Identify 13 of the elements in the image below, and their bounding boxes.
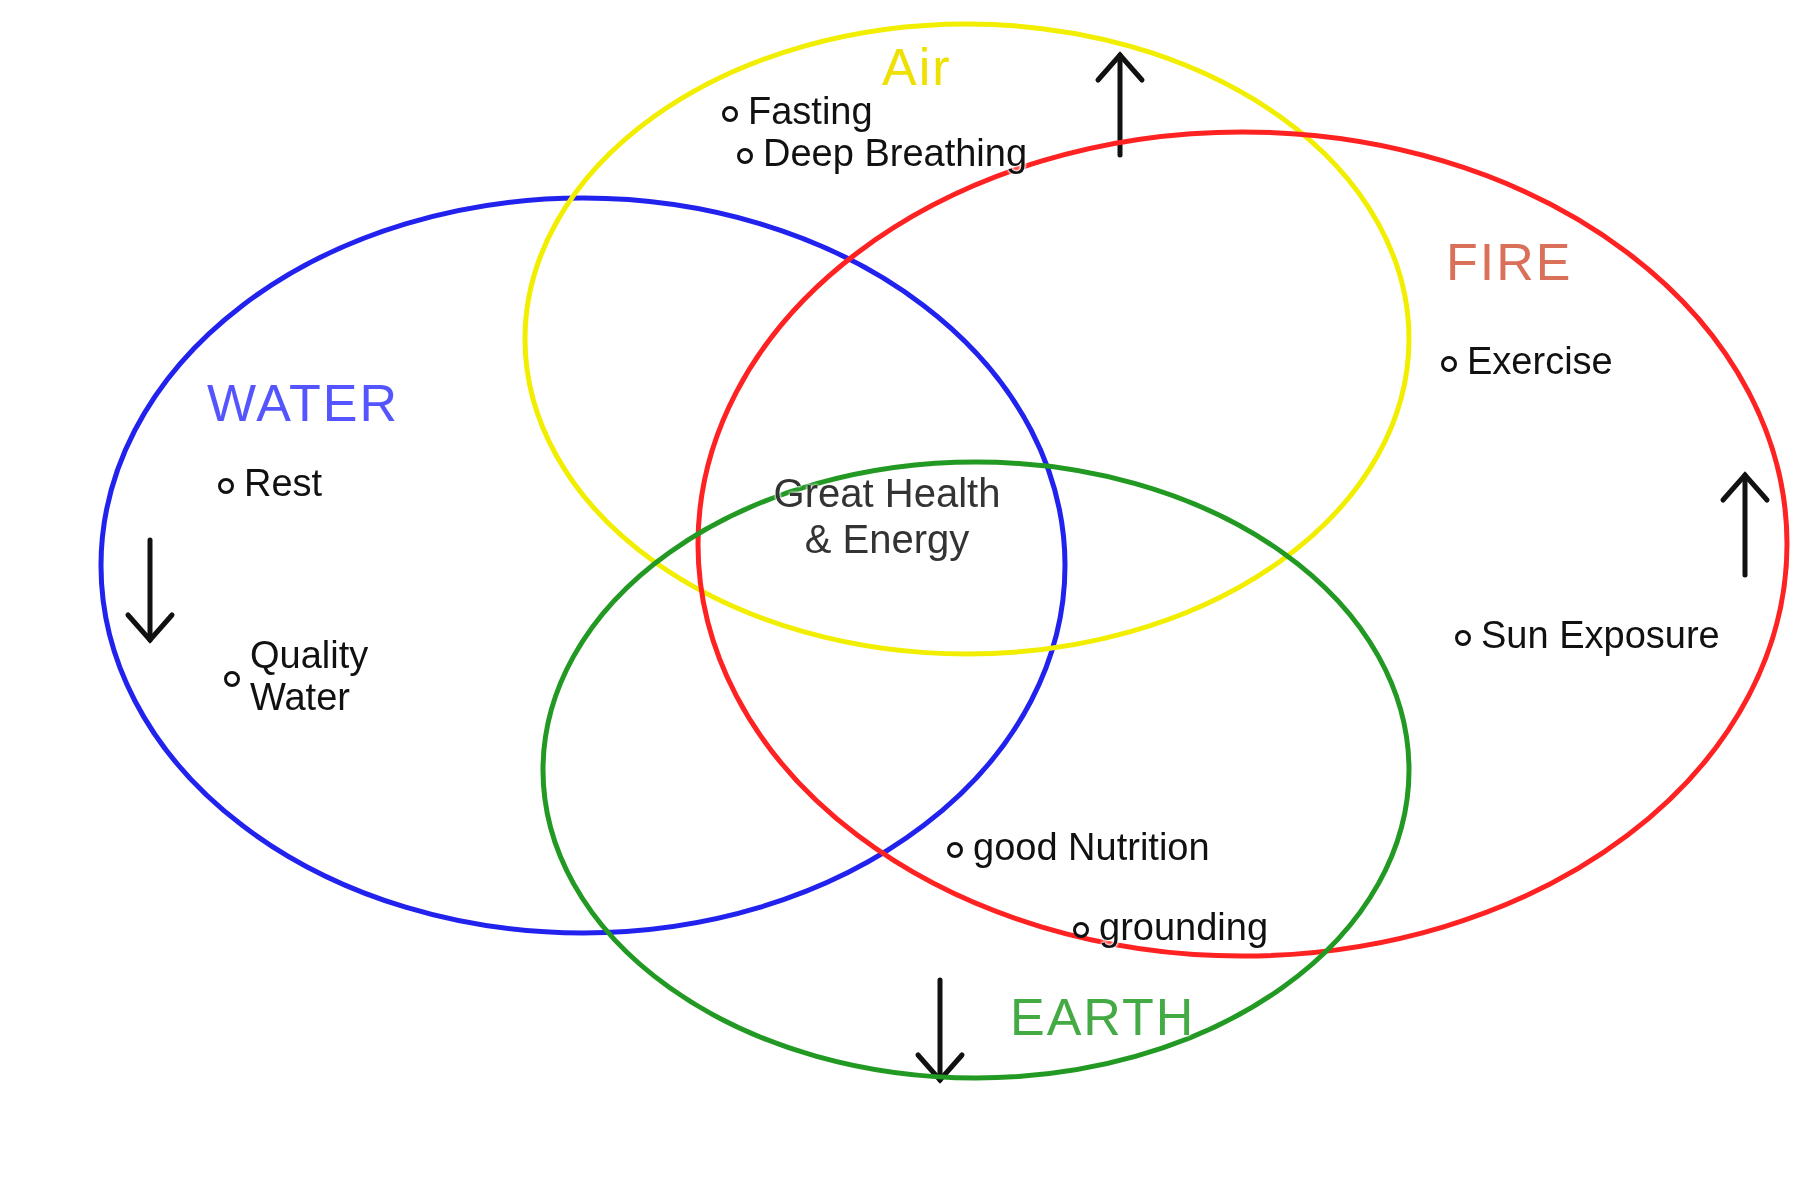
bullet-item: Sun Exposure — [1455, 615, 1720, 657]
circle-title: Air — [882, 39, 952, 97]
bullet-item: Deep Breathing — [737, 133, 1028, 175]
bullet-item: good Nutrition — [947, 827, 1210, 869]
bullet-item: Exercise — [1441, 341, 1613, 383]
bullet-item: Fasting — [722, 91, 873, 133]
center-label: Great Health & Energy — [772, 470, 1002, 562]
circle-title: WATER — [207, 375, 399, 433]
bullet-item: Quality Water — [224, 635, 470, 719]
bullet-item: Rest — [218, 463, 323, 505]
bullet-item: grounding — [1073, 907, 1269, 949]
circle-title: EARTH — [1010, 989, 1196, 1047]
circle-title: FIRE — [1446, 234, 1573, 292]
